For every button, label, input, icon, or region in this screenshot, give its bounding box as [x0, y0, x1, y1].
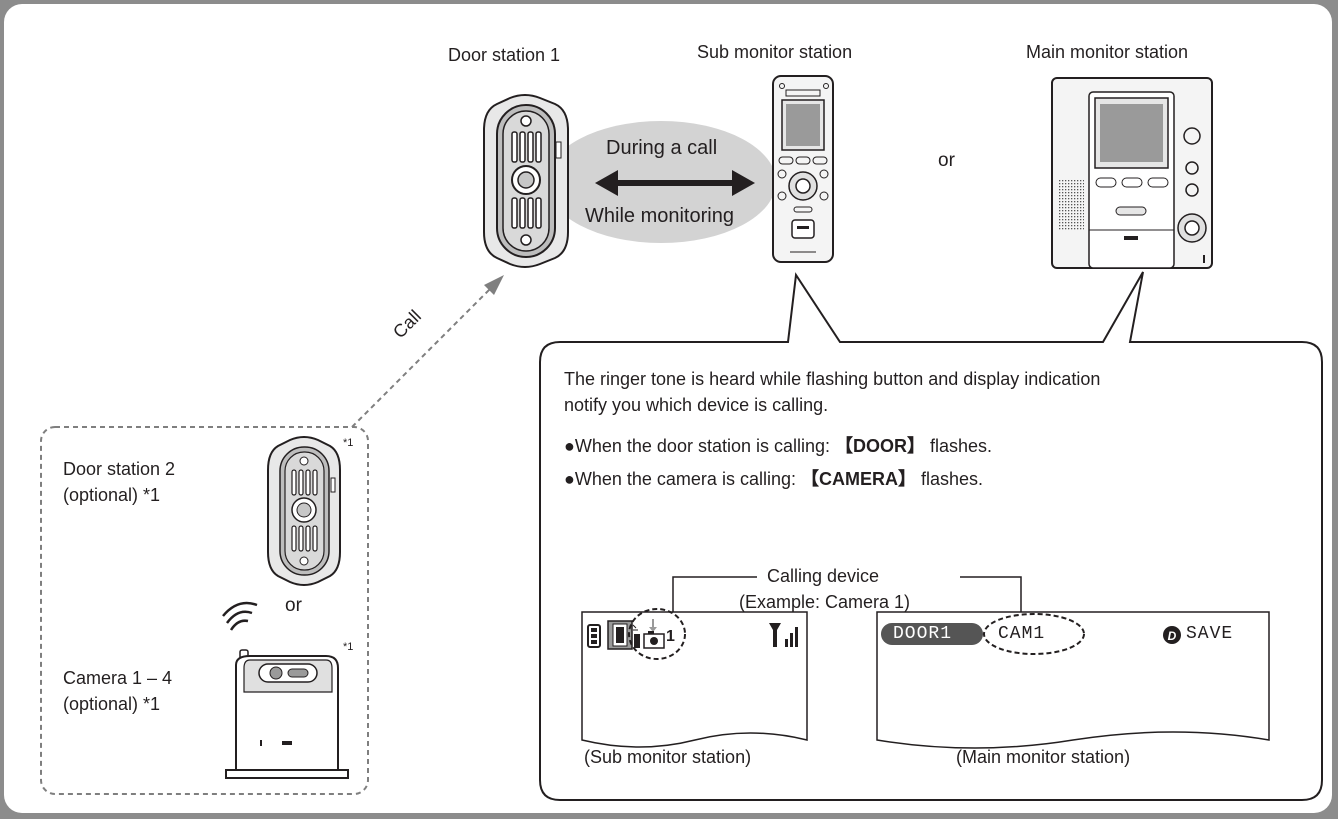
- svg-text:D: D: [1168, 629, 1177, 643]
- camera-key-label: 【CAMERA】: [801, 469, 916, 489]
- door-station-2-label-line1: Door station 2: [63, 459, 175, 480]
- sub-screen-caption: (Sub monitor station): [584, 747, 751, 768]
- footnote-door: *1: [343, 437, 353, 449]
- or-label-left: or: [285, 595, 302, 617]
- sub-camera-number: 1: [666, 628, 675, 646]
- door-station-2-device: [268, 437, 340, 585]
- footnote-camera: *1: [343, 641, 353, 653]
- callout-bullet-camera: ●When the camera is calling: 【CAMERA】 fl…: [564, 465, 983, 491]
- or-label-top: or: [938, 150, 955, 172]
- sub-monitor-label: Sub monitor station: [697, 42, 852, 63]
- main-monitor-label: Main monitor station: [1026, 42, 1188, 63]
- battery-icon: [588, 625, 600, 647]
- bullet-camera-suffix: flashes.: [916, 469, 983, 489]
- door-station-2-label-line2: (optional) *1: [63, 485, 160, 506]
- sub-monitor-device: [773, 76, 833, 262]
- main-screen-caption: (Main monitor station): [956, 747, 1130, 768]
- bullet-door-prefix: ●When the door station is calling:: [564, 436, 835, 456]
- callout-line2: notify you which device is calling.: [564, 395, 828, 416]
- main-door1-tab: DOOR1: [893, 624, 952, 644]
- during-call-label: During a call: [606, 137, 717, 160]
- door-station-1-label: Door station 1: [448, 45, 560, 66]
- callout-line1: The ringer tone is heard while flashing …: [564, 369, 1100, 390]
- bullet-door-suffix: flashes.: [925, 436, 992, 456]
- camera-label-line1: Camera 1 – 4: [63, 668, 172, 689]
- callout-bullet-door: ●When the door station is calling: 【DOOR…: [564, 432, 992, 458]
- calling-device-label: Calling device: [767, 566, 879, 587]
- door-key-label: 【DOOR】: [835, 436, 925, 456]
- camera-device: [223, 603, 348, 778]
- save-icon: D: [1163, 626, 1181, 644]
- call-arrow: [352, 287, 492, 427]
- camera-label-line2: (optional) *1: [63, 694, 160, 715]
- example-label: (Example: Camera 1): [739, 592, 910, 613]
- main-cam1-tab: CAM1: [998, 624, 1045, 644]
- while-monitoring-label: While monitoring: [585, 205, 734, 228]
- bullet-camera-prefix: ●When the camera is calling:: [564, 469, 801, 489]
- main-monitor-device: [1052, 78, 1212, 268]
- door-station-1-device: [484, 95, 568, 267]
- main-save-label: SAVE: [1186, 624, 1233, 644]
